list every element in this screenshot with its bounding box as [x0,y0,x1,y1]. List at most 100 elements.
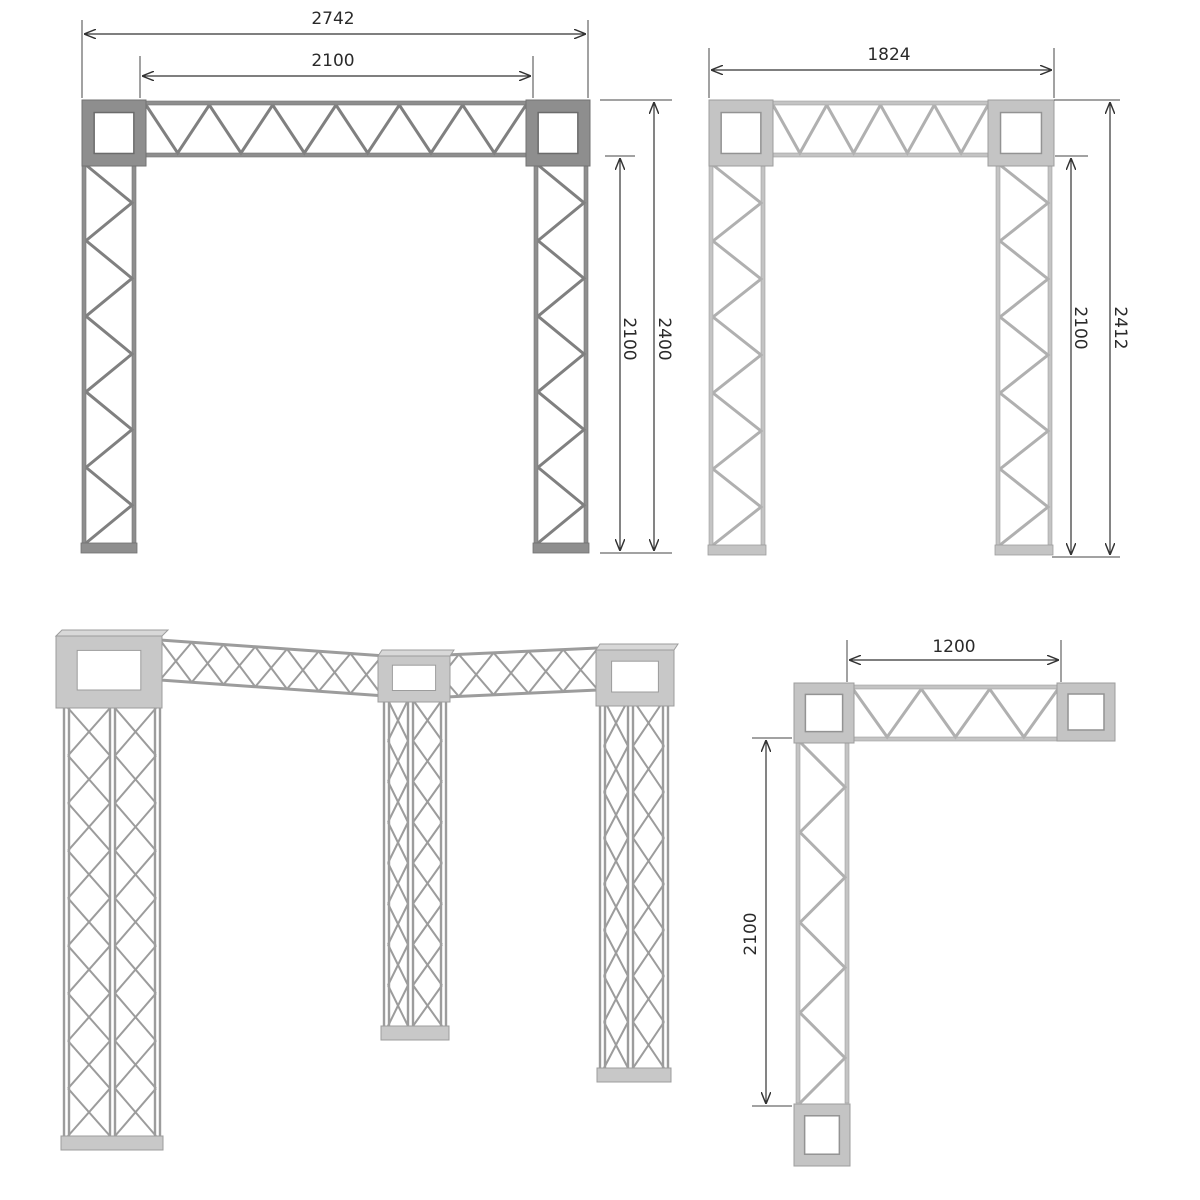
tower-brace [114,1040,157,1090]
column-diagonal [712,315,764,395]
corner-block-window [93,111,135,155]
beam-brace [159,641,193,681]
tower-brace [114,945,157,994]
column-diagonal [798,740,848,834]
corner-block-window [720,111,762,155]
beam-brace [317,652,352,692]
column-diagonal [798,1011,848,1105]
dimension-label-1200: 1200 [932,637,975,657]
column-diagonal [798,831,848,924]
beam-brace [562,647,599,693]
beam-brace [254,648,288,688]
tower-brace [114,1087,157,1137]
dimension-width-total-light: 1824 [708,45,1055,98]
cube-window [76,649,142,691]
tower-brace [632,883,665,931]
beam-brace [492,650,530,696]
tower-brace [632,791,665,839]
tower-brace [114,897,157,947]
dimension-label-2100-side: 2100 [741,912,761,955]
tower-brace [412,903,443,946]
dimension-label-2400: 2400 [654,317,674,360]
cube-window [391,664,437,692]
tower-brace [412,943,443,986]
column-diagonal [537,466,587,545]
cube-top [377,649,455,657]
tower-brace [67,707,111,757]
column-diagonal [712,391,764,471]
beam-diagonal [398,104,464,156]
beam-brace [222,646,257,686]
beam-diagonal [988,688,1060,740]
tower-brace [412,862,443,905]
beam-diagonal [932,104,990,157]
tower-brace [603,883,629,931]
beam-diagonal [825,104,882,157]
dimension-label-2100-light: 2100 [1070,306,1090,349]
tower-brace [603,791,629,839]
tower-brace [387,740,409,782]
front-view-dark: 2742 2100 2100 2400 [80,9,674,554]
cube-back-center [377,649,455,703]
beam-brace [458,652,495,698]
tower-back-center [380,699,450,1041]
truss-structure-side [793,682,1116,1167]
tower-brace [632,837,665,885]
tower-brace [387,862,409,905]
column-base-plate [707,544,767,556]
tower-base [596,1067,672,1083]
tower-brace [67,1087,111,1137]
beam-brace [527,648,564,694]
beam-chord [145,152,527,158]
corner-block-window [803,1115,841,1155]
tower-brace [387,984,409,1027]
beam-chord [145,100,527,106]
tower-brace [603,699,629,747]
column-base-plate [80,542,138,554]
cube-front-left [54,629,170,709]
beam-diagonal [771,104,829,157]
tower-brace [67,945,111,994]
tower-right [596,699,672,1083]
column-chord [708,164,714,546]
dimension-height-total-light: 2412 [1054,99,1130,555]
beam-diagonal [851,688,923,740]
tower-brace [412,780,443,823]
beam-left [159,638,415,700]
column-diagonal [537,163,587,242]
dimension-label-1824: 1824 [867,45,910,65]
column-chord [533,164,539,544]
tower-brace [114,992,157,1042]
beam-brace [349,655,384,695]
tower-base [60,1135,164,1151]
tower-brace [114,707,157,757]
tower-front-left [60,707,164,1151]
column-diagonal [537,390,587,469]
beam-diagonal [879,104,936,157]
dimension-height-total: 2400 [600,99,674,551]
column-diagonal [712,163,764,243]
beam-brace [190,643,225,683]
tower-brace [603,929,629,977]
tower-brace [603,837,629,885]
tower-brace [632,1021,665,1069]
tower-brace [412,699,443,742]
column-chord [81,164,87,544]
column-diagonal [999,239,1051,319]
corner-block-window [537,111,579,155]
dimension-label-2742: 2742 [311,9,354,29]
tower-brace [387,821,409,864]
column-diagonal [999,315,1051,395]
tower-brace [632,975,665,1023]
dimension-width-side: 1200 [846,637,1062,682]
beam-chord [772,100,989,106]
column-diagonal [85,239,135,318]
beam-diagonal [208,104,274,156]
column-diagonal [85,163,135,242]
column-diagonal [712,239,764,319]
tower-base [380,1025,450,1041]
column-chord [844,741,850,1104]
cube-window [611,660,659,693]
tower-brace [412,740,443,783]
beam-chord [423,688,599,700]
